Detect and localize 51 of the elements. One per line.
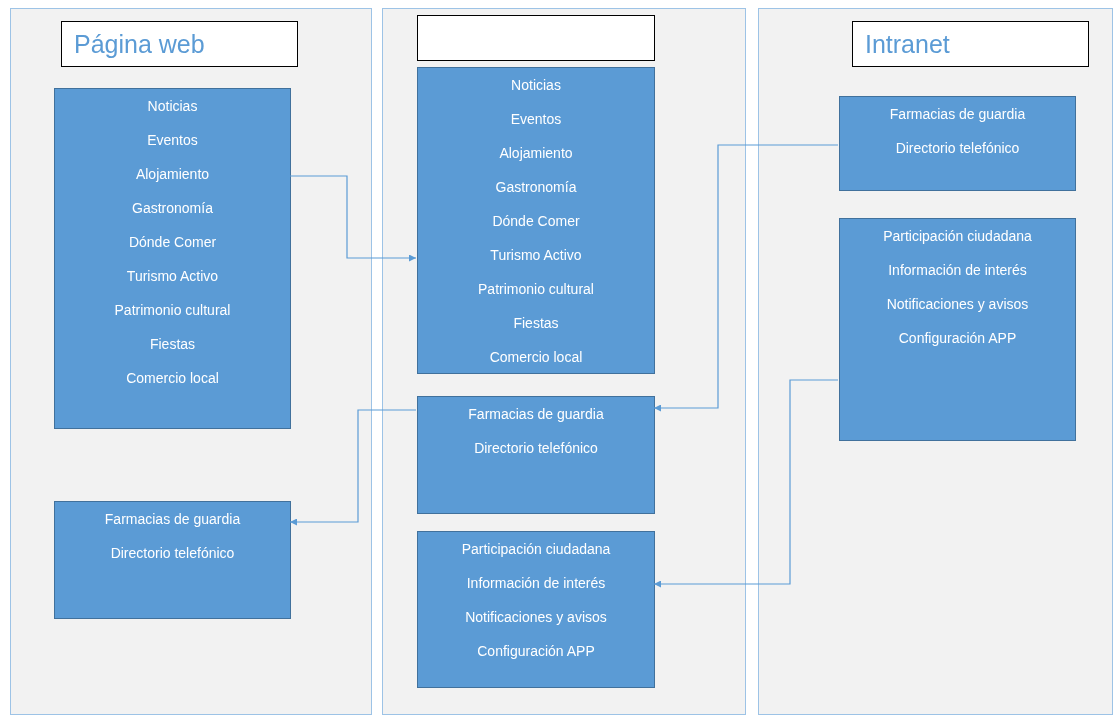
column-panel bbox=[382, 8, 746, 715]
list-item-text: Notificaciones y avisos bbox=[886, 295, 1029, 314]
list-item-text: Directorio telefónico bbox=[474, 439, 598, 458]
list-item-text: Farmacias de guardia bbox=[104, 510, 241, 529]
list-item-text: Dónde Comer bbox=[492, 212, 580, 231]
list-item-text: Dónde Comer bbox=[128, 233, 217, 252]
column-panel bbox=[758, 8, 1113, 715]
list-item-text: Alojamiento bbox=[135, 165, 210, 184]
list-item-text: Participación ciudadana bbox=[461, 540, 611, 559]
column-heading: Intranet bbox=[865, 29, 950, 59]
list-item-text: Turismo Activo bbox=[490, 246, 582, 265]
list-item-text: Directorio telefónico bbox=[110, 544, 235, 563]
heading-box bbox=[417, 15, 655, 61]
content-box bbox=[54, 88, 291, 429]
content-box bbox=[417, 531, 655, 688]
content-box bbox=[417, 67, 655, 374]
list-item-text: Fiestas bbox=[149, 335, 196, 354]
list-item-text: Comercio local bbox=[126, 369, 219, 388]
connector-arrow bbox=[289, 409, 417, 526]
list-item-text: Patrimonio cultural bbox=[478, 280, 594, 299]
list-item-text: Información de interés bbox=[466, 574, 606, 593]
column-heading: Página web bbox=[74, 29, 205, 59]
content-box bbox=[839, 218, 1076, 441]
list-item-text: Participación ciudadana bbox=[883, 227, 1032, 246]
heading-box bbox=[852, 21, 1089, 67]
content-box bbox=[54, 501, 291, 619]
list-item-text: Información de interés bbox=[888, 261, 1027, 280]
list-item-text: Eventos bbox=[510, 110, 562, 129]
list-item-text: Alojamiento bbox=[499, 144, 573, 163]
content-box bbox=[839, 96, 1076, 191]
list-item-text: Gastronomía bbox=[132, 199, 213, 218]
list-item-text: Farmacias de guardia bbox=[468, 405, 604, 424]
connector-arrow bbox=[289, 175, 417, 262]
list-item-text: Comercio local bbox=[489, 348, 583, 367]
heading-box bbox=[61, 21, 298, 67]
list-item-text: Eventos bbox=[147, 131, 198, 150]
list-item-text: Fiestas bbox=[513, 314, 559, 333]
list-item-text: Configuración APP bbox=[898, 329, 1017, 348]
list-item-text: Farmacias de guardia bbox=[889, 105, 1026, 124]
connector-arrow bbox=[653, 379, 839, 588]
list-item-text: Turismo Activo bbox=[126, 267, 219, 286]
column-panel bbox=[10, 8, 372, 715]
content-box bbox=[417, 396, 655, 514]
list-item-text: Notificaciones y avisos bbox=[465, 608, 607, 627]
list-item-text: Noticias bbox=[511, 76, 561, 95]
list-item-text: Gastronomía bbox=[495, 178, 577, 197]
connector-arrow bbox=[653, 144, 839, 412]
list-item-text: Noticias bbox=[147, 97, 198, 116]
list-item-text: Patrimonio cultural bbox=[114, 301, 231, 320]
list-item-text: Configuración APP bbox=[477, 642, 595, 661]
list-item-text: Directorio telefónico bbox=[895, 139, 1020, 158]
